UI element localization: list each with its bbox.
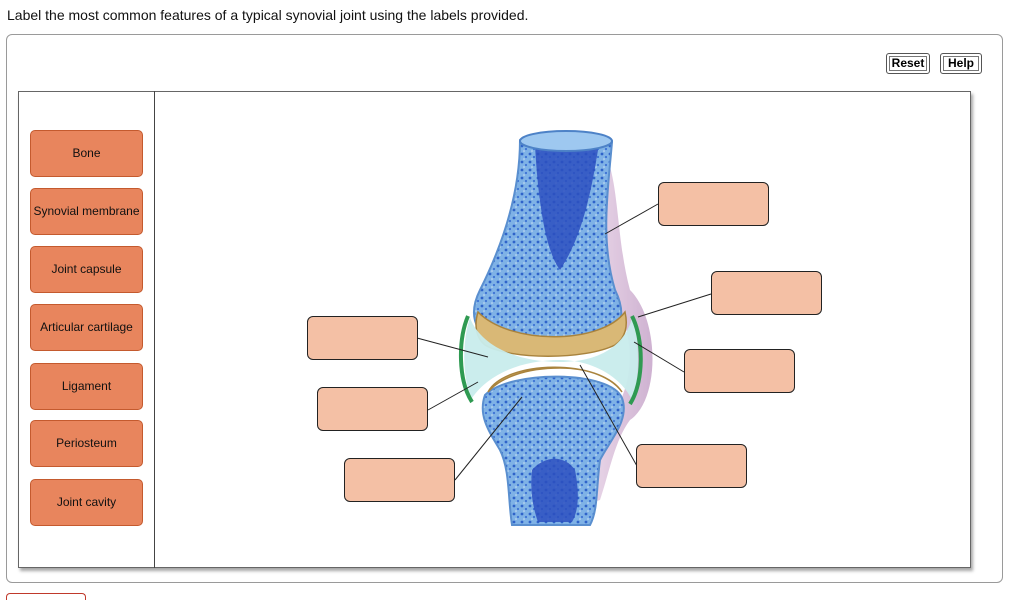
synovial-membrane-shape bbox=[459, 315, 643, 406]
reset-button[interactable]: Reset bbox=[886, 53, 930, 74]
drop-target-3[interactable] bbox=[684, 349, 795, 393]
label-bank-divider bbox=[154, 91, 155, 568]
label-ligament[interactable]: Ligament bbox=[30, 363, 143, 410]
drop-target-2[interactable] bbox=[711, 271, 822, 315]
label-joint-capsule[interactable]: Joint capsule bbox=[30, 246, 143, 293]
leader-lines bbox=[416, 203, 712, 481]
lower-cartilage-shape bbox=[487, 366, 623, 393]
drop-target-7[interactable] bbox=[344, 458, 455, 502]
label-joint-cavity[interactable]: Joint cavity bbox=[30, 479, 143, 526]
drop-target-5[interactable] bbox=[307, 316, 418, 360]
label-bone[interactable]: Bone bbox=[30, 130, 143, 177]
question-prompt: Label the most common features of a typi… bbox=[7, 7, 529, 23]
drop-target-1[interactable] bbox=[658, 182, 769, 226]
label-articular-cartilage[interactable]: Articular cartilage bbox=[30, 304, 143, 351]
drop-target-4[interactable] bbox=[636, 444, 747, 488]
joint-capsule-shape bbox=[585, 145, 653, 505]
drop-target-6[interactable] bbox=[317, 387, 428, 431]
help-button[interactable]: Help bbox=[940, 53, 982, 74]
lower-marrow-shape bbox=[531, 458, 578, 522]
upper-marrow-shape bbox=[535, 140, 598, 270]
joint-cavity-shape bbox=[464, 318, 638, 400]
label-synovial-membrane[interactable]: Synovial membrane bbox=[30, 188, 143, 235]
label-periosteum[interactable]: Periosteum bbox=[30, 420, 143, 467]
